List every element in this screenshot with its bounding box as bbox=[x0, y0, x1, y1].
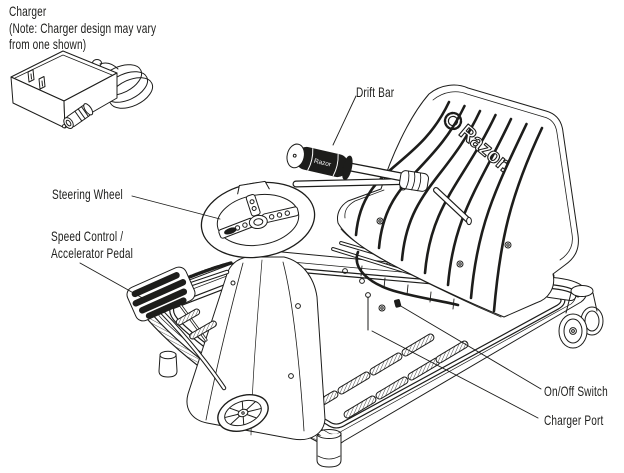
charger-connector bbox=[61, 103, 94, 129]
wiring-cable bbox=[355, 250, 460, 307]
charger-port-detail bbox=[365, 292, 371, 298]
plug-prongs-icon bbox=[27, 69, 46, 90]
leader-speed-control bbox=[79, 262, 147, 301]
drift-bar-grip: Razor bbox=[286, 143, 353, 181]
label-charger-line2: (Note: Charger design may vary bbox=[9, 19, 157, 36]
leader-drift-bar bbox=[332, 95, 357, 146]
label-drift-bar: Drift Bar bbox=[356, 84, 395, 100]
deck-vents bbox=[305, 333, 469, 419]
leader-on-off-switch bbox=[398, 304, 542, 390]
label-speed-control: Speed Control / Accelerator Pedal bbox=[51, 228, 133, 261]
seat: Razor. bbox=[337, 84, 579, 318]
rear-caster bbox=[558, 285, 604, 349]
leader-lines bbox=[79, 95, 542, 419]
label-charger: Charger (Note: Charger design may vary f… bbox=[9, 3, 156, 53]
leader-charger-port bbox=[371, 330, 539, 419]
on-off-switch-detail bbox=[394, 299, 402, 308]
steering-wheel bbox=[200, 180, 316, 259]
charger-illustration bbox=[10, 50, 154, 129]
label-charger-port: Charger Port bbox=[544, 412, 604, 428]
bottom-caster-post bbox=[316, 429, 342, 468]
label-steering-wheel: Steering Wheel bbox=[52, 186, 123, 202]
leader-steering-wheel bbox=[131, 195, 221, 220]
gear-icon bbox=[443, 111, 463, 131]
steering-column-pod bbox=[186, 256, 326, 441]
label-charger-line1: Charger bbox=[9, 3, 47, 19]
front-wheel bbox=[217, 394, 269, 432]
label-speed-control-line1: Speed Control / bbox=[51, 228, 124, 244]
drift-bar: Razor bbox=[286, 143, 472, 226]
label-on-off-switch: On/Off Switch bbox=[544, 383, 608, 399]
label-charger-line3: from one shown) bbox=[9, 36, 87, 52]
label-speed-control-line2: Accelerator Pedal bbox=[51, 244, 134, 261]
grip-brand-text: Razor bbox=[313, 158, 332, 169]
front-left-foot bbox=[158, 350, 178, 378]
